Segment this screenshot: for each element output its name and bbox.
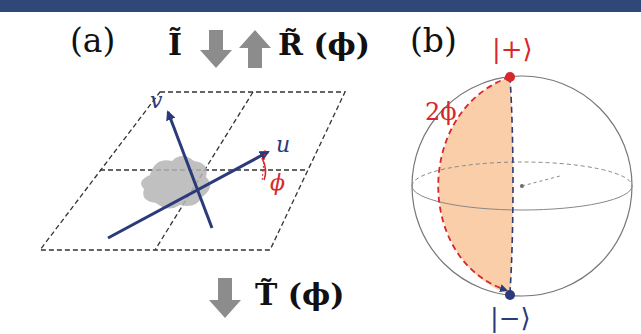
incident-label: Ĩ <box>168 30 182 60</box>
bloch-sphere <box>412 76 632 296</box>
angle-label: 2ϕ <box>425 100 457 124</box>
incident-arrow <box>200 30 232 68</box>
angle-ref <box>262 150 265 182</box>
axis-label: u <box>276 134 290 156</box>
transmitted-label: T̃ (ϕ) <box>255 280 344 310</box>
top-bar <box>0 0 641 12</box>
atomic-plane <box>40 92 345 250</box>
angle-arc <box>262 158 266 180</box>
reflected-label: R̃ (ϕ) <box>278 30 370 60</box>
v-axis <box>168 112 212 228</box>
meridian <box>510 77 513 292</box>
panel-label: (b) <box>410 24 457 57</box>
reflected-arrow <box>239 30 271 68</box>
plus-state-dot <box>505 72 515 82</box>
state-label: |−⟩ <box>490 305 531 331</box>
equator-back <box>412 162 632 186</box>
axis-label: v <box>150 90 162 112</box>
state-label: |+⟩ <box>492 36 533 62</box>
center-line <box>522 176 560 186</box>
equator-front <box>412 186 632 210</box>
transmitted-arrow <box>209 278 241 318</box>
minus-state-dot <box>505 290 515 300</box>
angle-label: ϕ <box>270 172 285 194</box>
panel-label: (a) <box>70 24 115 57</box>
